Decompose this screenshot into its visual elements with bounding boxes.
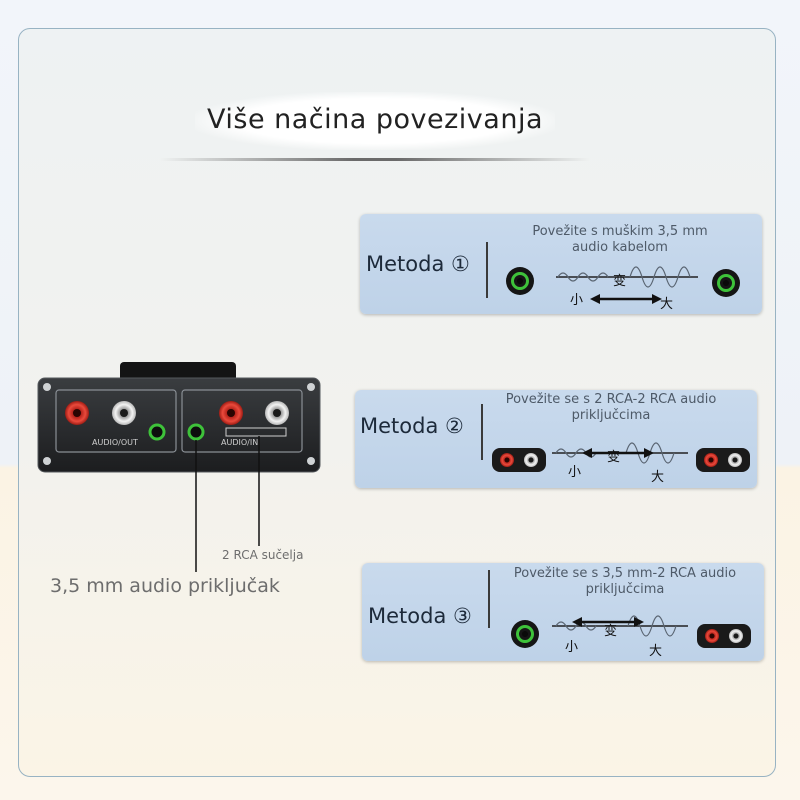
method-3-divider [488, 570, 490, 628]
method-2-label: Metoda ② [360, 414, 464, 438]
device-screw [307, 457, 315, 465]
large-wave-icon [629, 266, 691, 288]
in-3.5mm-jack [187, 423, 205, 441]
method-2-change: 变 [607, 450, 621, 465]
rca-interface-annotation: 2 RCA sučelja [222, 548, 304, 562]
method-1-divider [486, 242, 488, 298]
large-wave-icon [627, 615, 677, 637]
method-3-large: 大 [649, 644, 663, 659]
method-card-1 [360, 214, 762, 314]
title-banner: Više načina povezivanja [195, 92, 555, 150]
out-3.5mm-jack [148, 423, 166, 441]
method-3-description: Povežite se s 3,5 mm-2 RCA audio priklju… [513, 566, 737, 597]
method-card-2 [355, 390, 757, 488]
device-screw [43, 457, 51, 465]
method-3-label: Metoda ③ [368, 604, 472, 628]
method-2-small: 小 [568, 465, 582, 480]
method-1-large: 大 [660, 297, 674, 312]
title-underline [160, 158, 590, 161]
method-1-description: Povežite s muškim 3,5 mm audio kabelom [532, 224, 708, 255]
audio-out-label: AUDIO/OUT [92, 438, 138, 447]
device-screw [307, 383, 315, 391]
method-1-change: 变 [613, 274, 627, 289]
method-card-3 [362, 563, 764, 661]
method-2-large: 大 [651, 470, 665, 485]
small-wave-icon [557, 272, 609, 282]
page-title: Više načina povezivanja [207, 104, 543, 135]
method-3-small: 小 [565, 640, 579, 655]
device-screw [43, 383, 51, 391]
audio-port-annotation: 3,5 mm audio priključak [50, 575, 280, 597]
method-2-description: Povežite se s 2 RCA-2 RCA audio priključ… [505, 392, 717, 423]
small-wave-icon [555, 621, 597, 631]
method-1-small: 小 [570, 293, 584, 308]
method-1-label: Metoda ① [366, 252, 470, 276]
method-2-divider [481, 404, 483, 460]
method-3-change: 变 [604, 624, 618, 639]
audio-in-label: AUDIO/IN [221, 438, 258, 447]
device-body [37, 377, 321, 473]
